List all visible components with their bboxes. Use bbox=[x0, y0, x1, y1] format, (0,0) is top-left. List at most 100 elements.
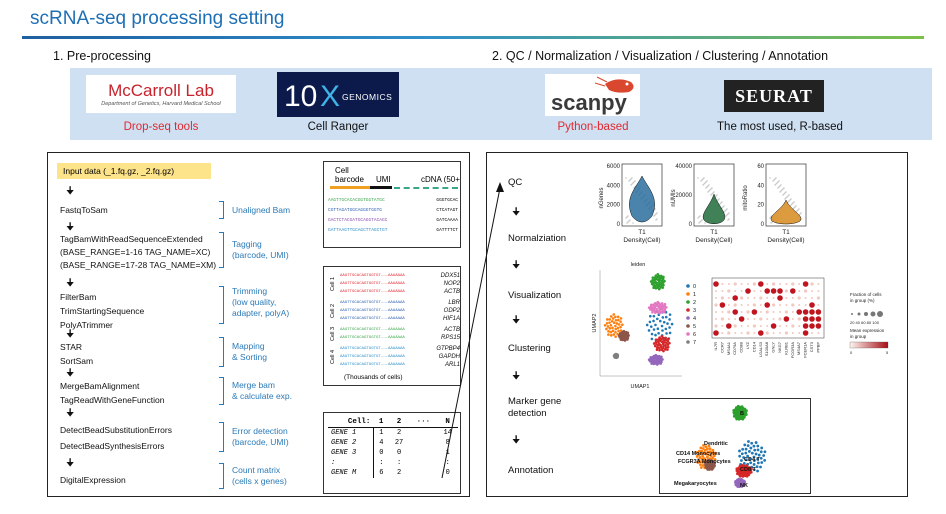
violin-point bbox=[710, 188, 712, 190]
umap-point bbox=[608, 318, 612, 321]
matrix-header-cell: ··· bbox=[409, 417, 438, 428]
annot-point bbox=[738, 465, 742, 468]
violin-point bbox=[777, 181, 779, 183]
cell-ranger-label: Cell Ranger bbox=[307, 121, 369, 133]
bracket bbox=[219, 463, 224, 489]
dotplot-dot bbox=[747, 318, 749, 320]
dotplot-size-dot bbox=[851, 313, 853, 315]
umap-point bbox=[608, 321, 611, 324]
dotplot-dot bbox=[745, 288, 751, 294]
violin-point bbox=[796, 210, 798, 212]
dotplot-dot bbox=[817, 332, 820, 334]
violin-point bbox=[631, 177, 633, 179]
umap-point bbox=[614, 327, 618, 331]
umap-point bbox=[653, 311, 657, 314]
umap-point bbox=[668, 318, 671, 321]
matrix-header-cell: 2 bbox=[388, 417, 410, 428]
violin-point bbox=[721, 201, 723, 203]
umap-legend-label: 1 bbox=[693, 292, 696, 298]
cells-footer: (Thousands of cells) bbox=[344, 374, 403, 381]
annot-point bbox=[695, 451, 699, 454]
dotplot-dot bbox=[714, 303, 718, 307]
dotplot-dot bbox=[815, 309, 822, 315]
umap-point bbox=[652, 328, 656, 331]
umap-point bbox=[666, 345, 670, 349]
annot-point bbox=[701, 463, 705, 467]
annot-point bbox=[700, 449, 704, 453]
umap-point bbox=[658, 336, 661, 339]
violin-point bbox=[707, 191, 709, 193]
umap-point bbox=[662, 349, 665, 353]
dotplot-dot bbox=[746, 310, 750, 314]
umap-point bbox=[609, 334, 613, 337]
dotplot-dot bbox=[815, 316, 822, 322]
violin-point bbox=[797, 209, 799, 211]
annot-point bbox=[744, 464, 748, 467]
umap-ylabel: UMAP2 bbox=[592, 314, 598, 333]
qc-violin-plots: 6000400020000nGenesT1Density(Cell)400002… bbox=[599, 163, 807, 244]
dotplot-dot bbox=[783, 316, 790, 322]
violin-shape bbox=[702, 193, 726, 224]
violin-point bbox=[629, 219, 631, 221]
dotplot-gene: CD79A bbox=[732, 342, 737, 355]
umap-point bbox=[652, 286, 655, 290]
annot-point bbox=[697, 449, 701, 453]
analysis-step: Normalziation bbox=[508, 233, 567, 244]
violin-xlabel: T1 bbox=[782, 229, 790, 236]
dotplot-dot bbox=[713, 281, 719, 287]
dotplot-dot bbox=[733, 324, 737, 328]
violin-point bbox=[699, 221, 701, 223]
violin-point bbox=[655, 219, 657, 221]
umap-point bbox=[619, 320, 622, 323]
violin-point bbox=[713, 191, 715, 193]
umap-point bbox=[605, 327, 608, 331]
annot-point bbox=[736, 485, 740, 488]
violin-point bbox=[705, 187, 707, 189]
annot-point bbox=[738, 454, 742, 458]
gene-label: GAPDH bbox=[438, 354, 460, 360]
annot-point bbox=[745, 474, 749, 478]
umap-point bbox=[616, 356, 619, 359]
umap-point bbox=[654, 338, 658, 341]
dotplot-dot bbox=[797, 296, 801, 300]
umap-point bbox=[661, 358, 664, 361]
umap-point bbox=[611, 326, 614, 330]
dotplot-dot bbox=[759, 290, 762, 292]
annot-point bbox=[735, 417, 739, 421]
dotplot-gene: CD8B bbox=[739, 342, 744, 353]
annot-point bbox=[707, 453, 711, 457]
violin-point bbox=[724, 210, 726, 212]
umap-point bbox=[660, 324, 664, 328]
dotplot-dot bbox=[784, 310, 788, 314]
dotplot-dot bbox=[817, 290, 820, 292]
umap-point bbox=[605, 321, 609, 325]
down-arrow-icon: 🠋 bbox=[512, 315, 521, 326]
dotplot-dot bbox=[766, 318, 769, 320]
dotplot-dot bbox=[779, 311, 781, 313]
violin-point bbox=[771, 221, 773, 223]
dotplot-dot bbox=[785, 325, 788, 327]
violin-point bbox=[633, 181, 635, 183]
violin-point bbox=[628, 180, 630, 182]
cell-seq: AAGTTGCACAGTGGTGT………AAAAAAA bbox=[340, 317, 405, 321]
down-arrow-icon: 🠋 bbox=[66, 222, 75, 233]
annot-point bbox=[750, 441, 754, 445]
dotplot-dot bbox=[765, 310, 769, 314]
mccarroll-logo-sub: Department of Genetics, Harvard Medical … bbox=[101, 101, 221, 107]
dotplot-dot bbox=[727, 318, 730, 320]
umap-point bbox=[617, 329, 620, 333]
violin-point bbox=[769, 177, 771, 179]
annot-point bbox=[712, 454, 716, 458]
violin-point bbox=[633, 187, 635, 189]
annot-point bbox=[740, 477, 743, 481]
annot-point bbox=[749, 467, 753, 471]
annot-point bbox=[760, 446, 764, 450]
dotplot-dot bbox=[727, 331, 731, 335]
umap-point bbox=[645, 323, 649, 327]
seurat-logo: SEURAT bbox=[724, 80, 824, 112]
umap-point bbox=[659, 281, 663, 285]
annot-label: CD8 T bbox=[740, 467, 757, 473]
